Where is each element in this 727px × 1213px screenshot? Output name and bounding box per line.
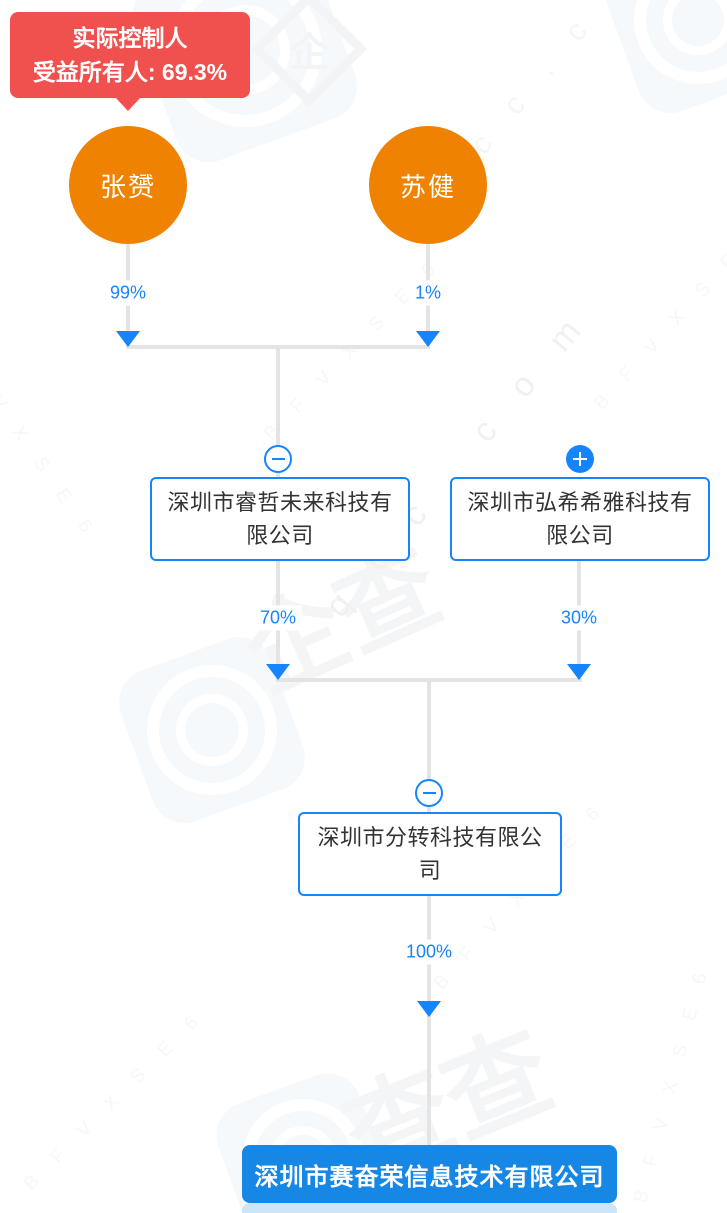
arrow-down-icon [567, 664, 591, 680]
arrow-down-icon [417, 1001, 441, 1017]
badge-subtitle: 受益所有人: 69.3% [32, 59, 228, 85]
arrow-down-icon [266, 664, 290, 680]
share-percent-label: 1% [408, 280, 448, 306]
collapse-toggle-minus-icon[interactable] [264, 445, 292, 473]
company-node-fenzhuan[interactable]: 深圳市分转科技有限公司 [298, 812, 562, 896]
watermark-code-text: B F V X S E 6 [590, 216, 727, 415]
watermark-code-text: B F V X S E 6 [630, 961, 715, 1206]
watermark-code-text: B F V X S E 6 [0, 330, 102, 545]
shareholder-node-sujian[interactable]: 苏健 [369, 126, 487, 244]
company-name: 深圳市睿哲未来科技有限公司 [167, 490, 393, 548]
arrow-down-icon [416, 331, 440, 347]
target-company-name: 深圳市赛奋荣信息技术有限公司 [254, 1163, 605, 1191]
share-percent-label: 30% [554, 605, 604, 631]
expand-toggle-plus-icon[interactable] [566, 445, 594, 473]
company-node-hongxixiya[interactable]: 深圳市弘希希雅科技有限公司 [450, 477, 710, 561]
watermark-qi-diamond: 企 [251, 0, 367, 107]
collapse-toggle-minus-icon[interactable] [415, 779, 443, 807]
edge-holding-line [427, 896, 431, 1145]
arrow-down-icon [116, 331, 140, 347]
share-percent-label: 99% [103, 280, 153, 306]
watermark-qcc-logo-tile [595, 0, 727, 123]
share-percent-label: 100% [399, 939, 459, 965]
shareholder-node-zhangyun[interactable]: 张赟 [69, 126, 187, 244]
badge-title: 实际控制人 [72, 25, 188, 51]
watermark-qcc-logo-tile [109, 627, 315, 833]
target-company-node[interactable]: 深圳市赛奋荣信息技术有限公司 [242, 1145, 617, 1203]
watermark-code-text: B F V X S E 6 [20, 1005, 210, 1195]
edge-tier1-drop-line [276, 345, 280, 477]
company-name: 深圳市分转科技有限公司 [317, 825, 543, 883]
edge-tier2-drop-line [427, 678, 431, 812]
company-name: 深圳市弘希希雅科技有限公司 [467, 490, 693, 548]
badge-pointer-icon [114, 96, 142, 111]
target-company-footer-strip [242, 1203, 617, 1213]
share-percent-label: 70% [253, 605, 303, 631]
company-node-ruizhe[interactable]: 深圳市睿哲未来科技有限公司 [150, 477, 410, 561]
actual-controller-badge: 实际控制人 受益所有人: 69.3% [10, 12, 250, 98]
watermark-logo-char: 企 [289, 31, 329, 75]
